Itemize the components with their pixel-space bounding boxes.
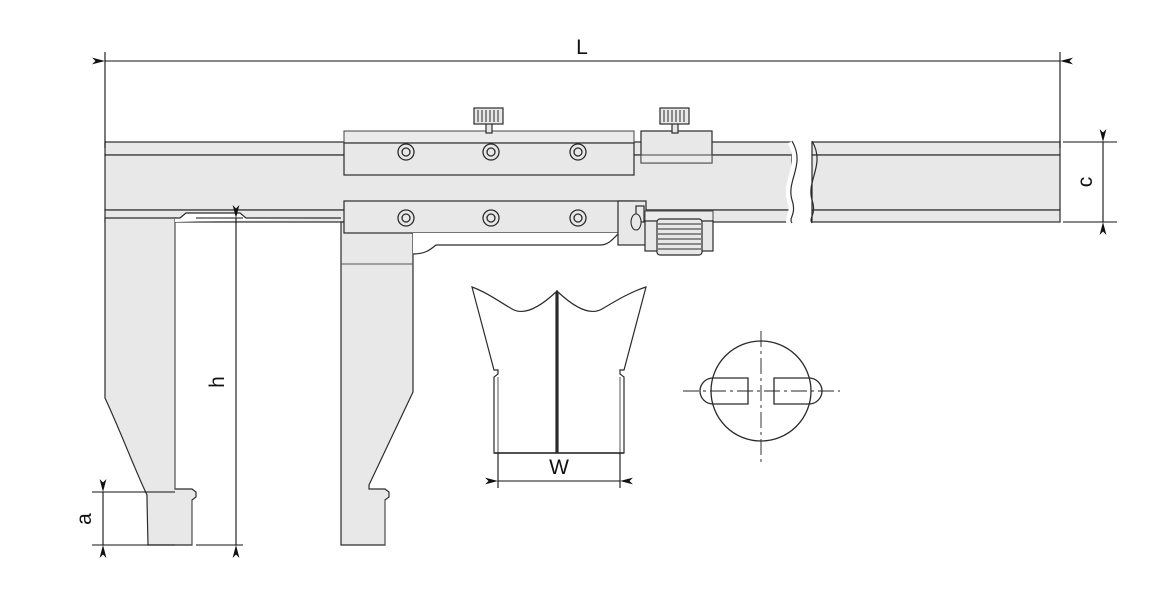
- dimension-h: h: [196, 205, 243, 558]
- jaw-front-view: [471, 286, 647, 454]
- dimension-label-c: c: [1074, 177, 1097, 188]
- locking-thumbscrew-upper-left[interactable]: [473, 107, 504, 134]
- dimension-label-a: a: [73, 513, 96, 525]
- moving-jaw: [340, 221, 414, 546]
- locking-thumbscrew-upper-right[interactable]: [659, 107, 690, 134]
- lower-slider-block[interactable]: [343, 200, 635, 234]
- dimension-a: a: [73, 479, 175, 558]
- dimension-label-L: L: [576, 36, 588, 59]
- dimension-label-W: W: [549, 456, 569, 479]
- fixed-jaw: [104, 217, 197, 546]
- fine-adjustment-knob[interactable]: [630, 205, 714, 256]
- dimension-c: c: [1063, 129, 1117, 235]
- dimension-W: W: [485, 453, 633, 488]
- dimension-L: L: [92, 36, 1073, 148]
- break-line: [785, 138, 818, 227]
- upper-slider-block[interactable]: [343, 130, 635, 176]
- upper-slider-block-right[interactable]: [640, 130, 713, 164]
- jaw-tip-detail: [683, 331, 840, 464]
- jaw-gap-profile: [175, 212, 341, 222]
- dimension-label-h: h: [206, 376, 229, 388]
